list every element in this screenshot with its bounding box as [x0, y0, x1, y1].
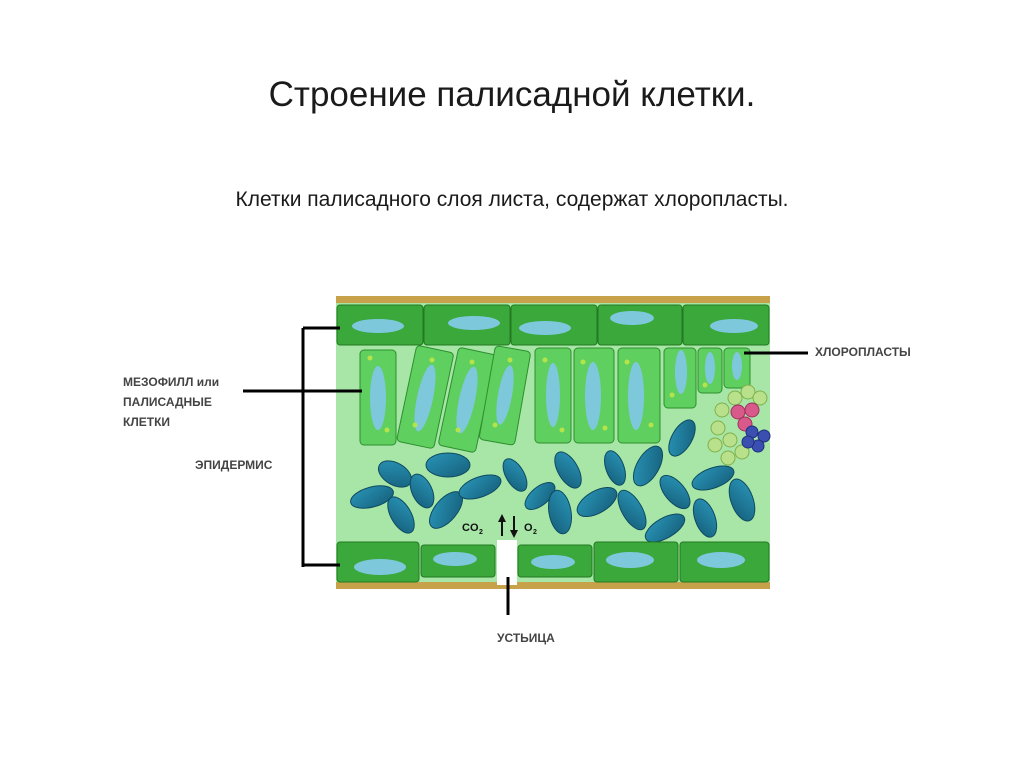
epidermis-label: ЭПИДЕРМИС	[195, 458, 273, 472]
stoma-opening	[497, 540, 517, 585]
chloroplast-cluster	[707, 384, 771, 466]
o2-label: O	[524, 522, 533, 534]
mesophyll-label-line-3: КЛЕТКИ	[123, 415, 171, 429]
lower-epidermis	[336, 541, 770, 583]
upper-epidermis	[336, 304, 770, 346]
chloroplasts-label: ХЛОРОПЛАСТЫ	[815, 345, 911, 359]
slide-subtitle: Клетки палисадного слоя листа, содержат …	[235, 188, 789, 211]
gas-exchange: CO 2 O 2	[462, 514, 537, 538]
slide-title: Строение палисадной клетки.	[268, 75, 756, 114]
co2-label: CO	[462, 522, 479, 534]
mesophyll-label-line-2: ПАЛИСАДНЫЕ	[123, 395, 212, 409]
mesophyll-label-line-1: МЕЗОФИЛЛ или	[123, 375, 220, 389]
stoma-label: УСТЬИЦА	[497, 631, 555, 645]
o2-subscript: 2	[533, 529, 537, 536]
upper-cuticle	[336, 296, 770, 303]
lower-cuticle	[336, 582, 770, 589]
leader-lines	[243, 326, 808, 615]
mesophyll-label: МЕЗОФИЛЛ или ПАЛИСАДНЫЕ КЛЕТКИ	[123, 372, 219, 432]
spongy-mesophyll	[350, 419, 756, 543]
co2-subscript: 2	[479, 529, 483, 536]
palisade-cells	[359, 345, 751, 453]
